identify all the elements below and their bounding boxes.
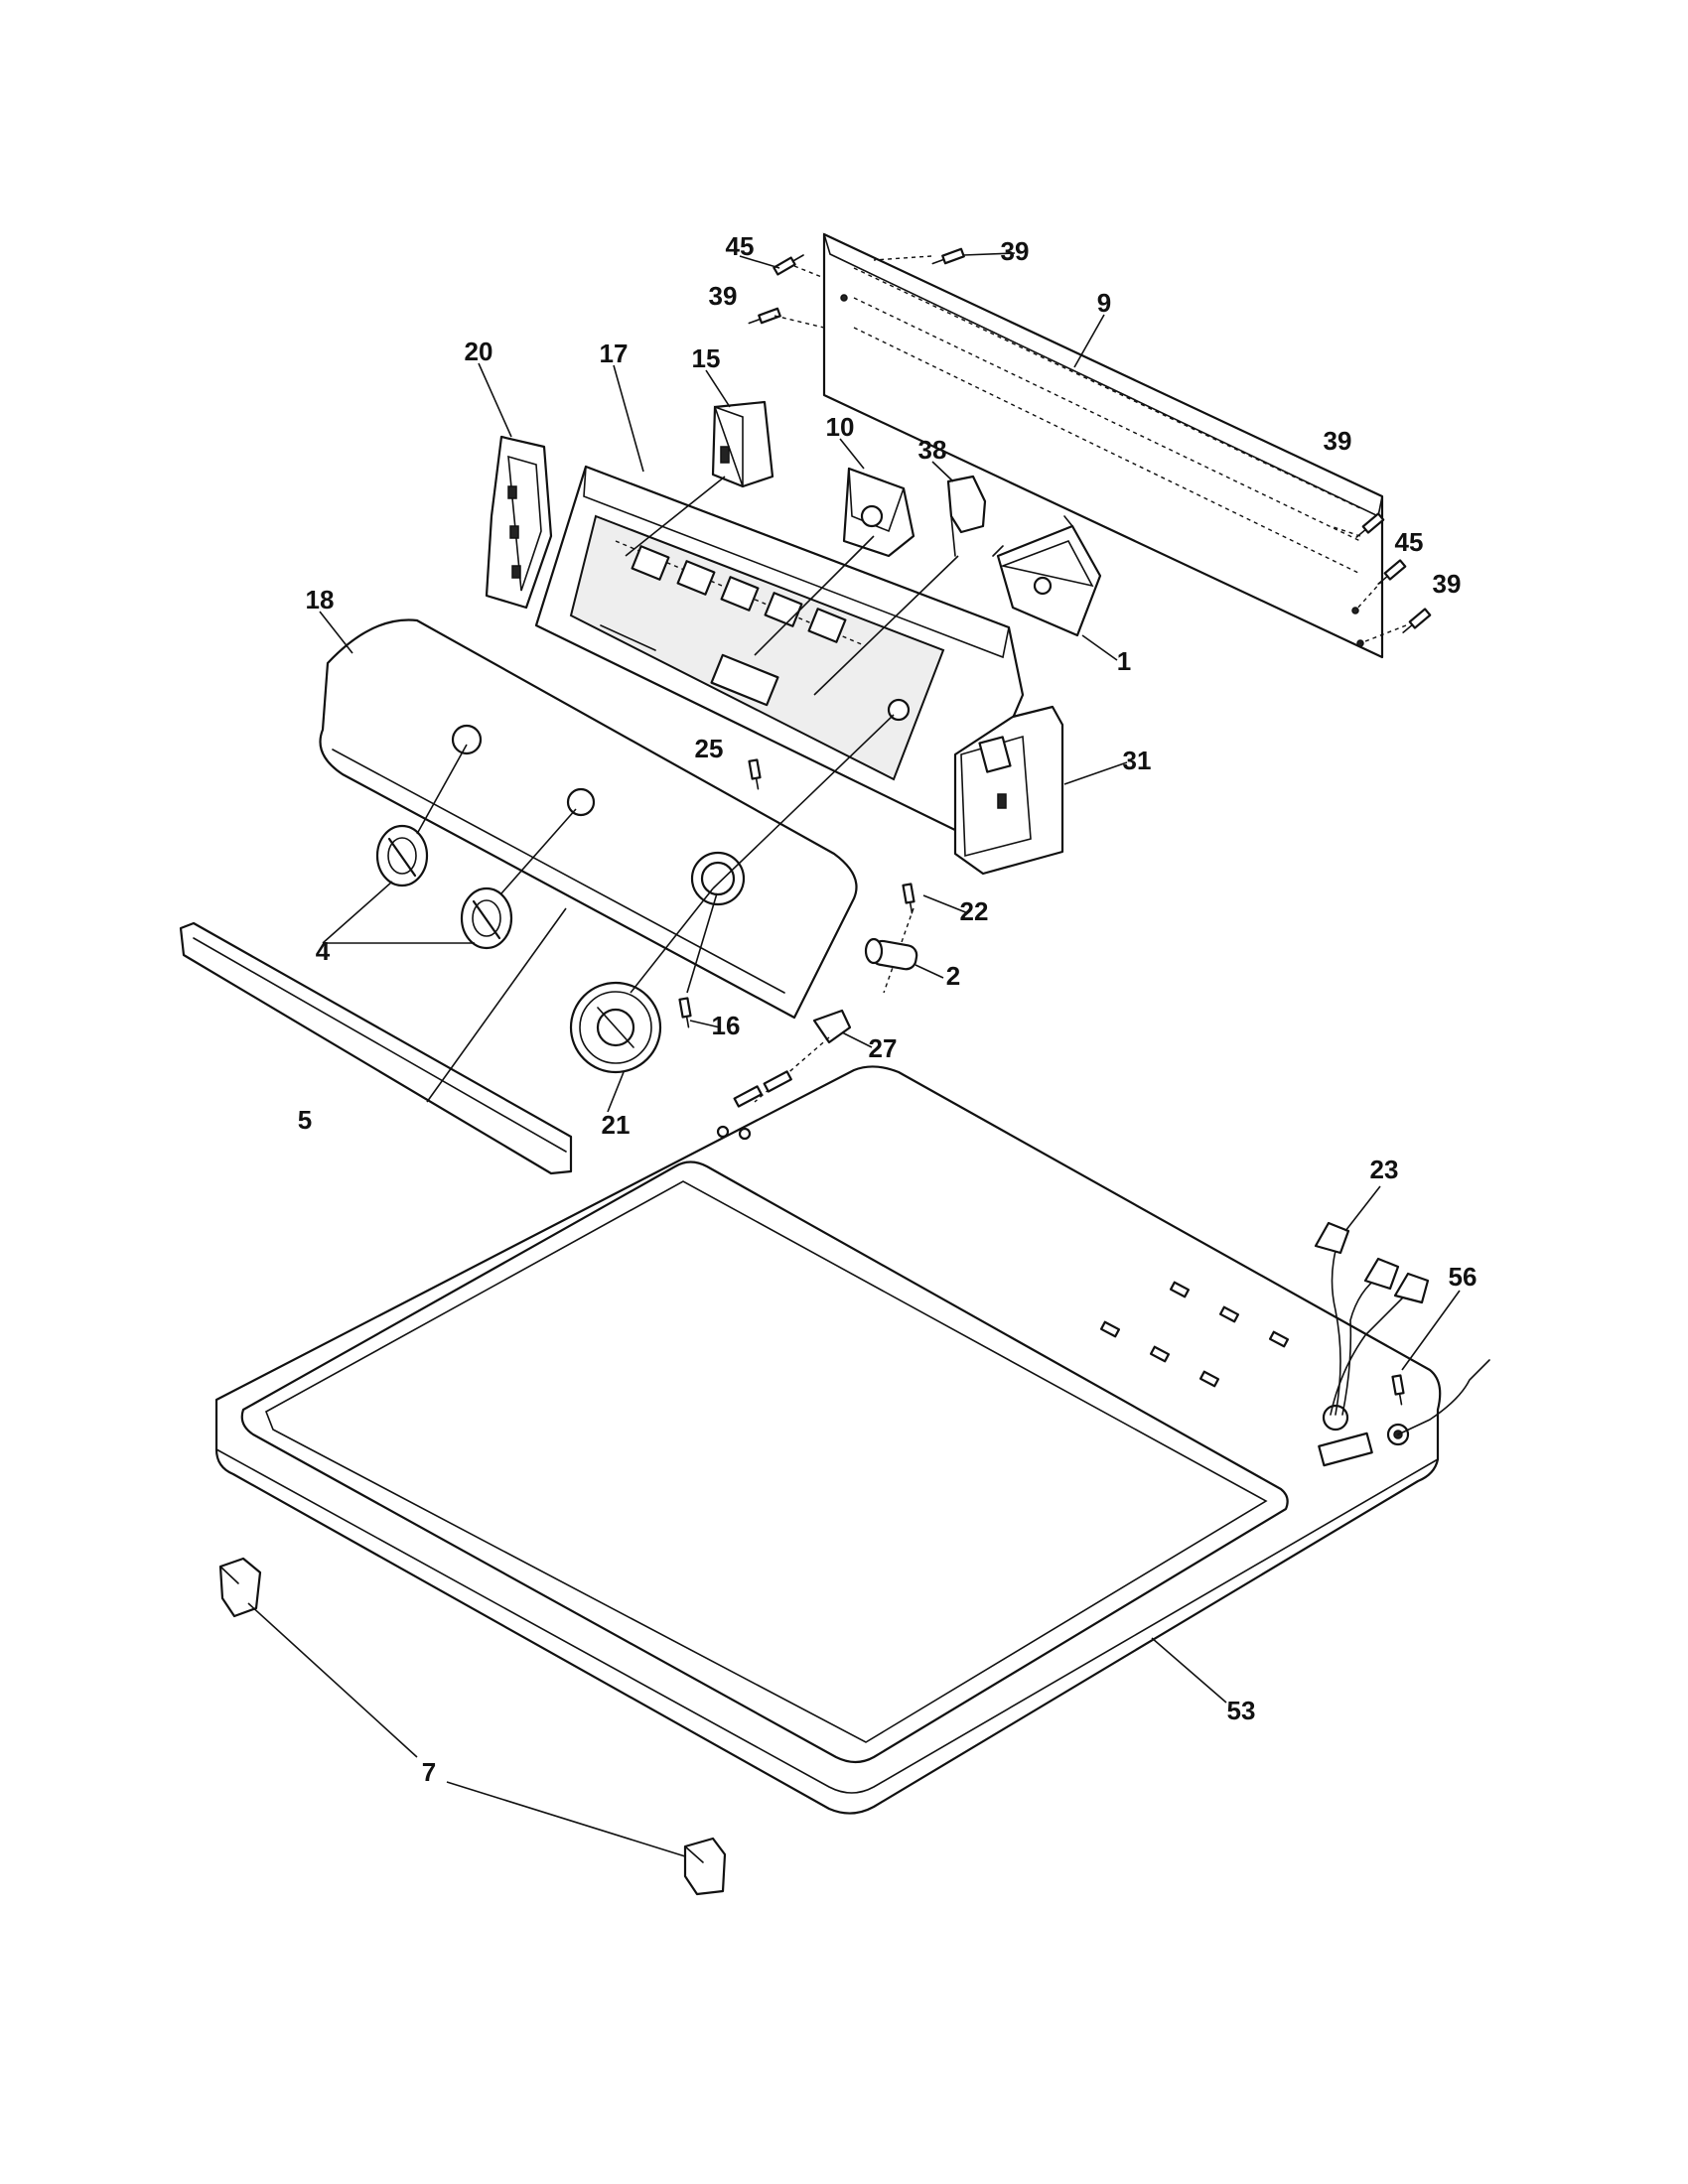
part-7-clip-right bbox=[683, 1837, 727, 1896]
part-4-knob-lower bbox=[460, 887, 513, 950]
callout-c31: 31 bbox=[1123, 746, 1152, 775]
part-10-relay bbox=[754, 467, 915, 656]
part-56-ground-screw bbox=[1391, 1290, 1490, 1435]
part-31-right-end-cap bbox=[953, 705, 1064, 876]
screw-39-right-lower bbox=[1402, 608, 1432, 633]
screw-39-top-left bbox=[748, 307, 781, 325]
part-15-switch bbox=[625, 400, 774, 557]
leader-lines bbox=[319, 252, 1128, 1113]
callout-c39c: 39 bbox=[1324, 426, 1352, 456]
callout-c39d: 39 bbox=[1433, 569, 1462, 599]
screw-45-top bbox=[773, 254, 804, 276]
part-1-control-board bbox=[992, 515, 1102, 637]
callout-c4: 4 bbox=[316, 936, 331, 966]
part-21-selector-dial bbox=[569, 714, 895, 1074]
part-38-bracket bbox=[813, 475, 987, 696]
part-2-cylinder bbox=[864, 937, 918, 971]
callout-c53: 53 bbox=[1227, 1696, 1256, 1725]
screw-group bbox=[748, 247, 1432, 644]
callout-c18: 18 bbox=[306, 585, 335, 614]
callout-c15: 15 bbox=[692, 343, 721, 373]
callout-c9: 9 bbox=[1097, 288, 1111, 318]
callout-c39b: 39 bbox=[709, 281, 738, 311]
callout-labels: 1245791015161718202122232527313839393939… bbox=[298, 231, 1477, 1787]
screw-39-top-right bbox=[931, 247, 965, 265]
callout-c23: 23 bbox=[1370, 1155, 1399, 1184]
part-25-screw bbox=[748, 758, 762, 790]
callout-c56: 56 bbox=[1449, 1262, 1477, 1292]
part-53-top-cover bbox=[214, 1065, 1442, 1815]
part-18-front-panel bbox=[319, 618, 858, 1020]
callout-c7: 7 bbox=[422, 1757, 436, 1787]
callout-c16: 16 bbox=[712, 1011, 741, 1040]
callout-c38: 38 bbox=[918, 435, 947, 465]
callout-c45b: 45 bbox=[1395, 527, 1424, 557]
callout-c27: 27 bbox=[869, 1033, 898, 1063]
callout-c21: 21 bbox=[602, 1110, 631, 1140]
callout-c10: 10 bbox=[826, 412, 855, 442]
part-20-left-end-cap bbox=[485, 435, 553, 610]
callout-c1: 1 bbox=[1117, 646, 1131, 676]
callout-c25: 25 bbox=[695, 734, 724, 763]
callout-c5: 5 bbox=[298, 1105, 312, 1135]
part-4-knob-upper bbox=[375, 824, 429, 887]
callout-c20: 20 bbox=[465, 337, 493, 366]
part-5-trim-strip bbox=[179, 907, 573, 1175]
callout-c22: 22 bbox=[960, 896, 989, 926]
part-22-screw bbox=[902, 883, 915, 914]
callout-c39a: 39 bbox=[1001, 236, 1030, 266]
part-23-wire-harness bbox=[1314, 1185, 1430, 1416]
callout-c45a: 45 bbox=[726, 231, 755, 261]
part-7-clip-left bbox=[218, 1557, 262, 1618]
callout-c17: 17 bbox=[600, 339, 629, 368]
callout-c2: 2 bbox=[946, 961, 960, 991]
part-16-screw bbox=[678, 997, 692, 1028]
